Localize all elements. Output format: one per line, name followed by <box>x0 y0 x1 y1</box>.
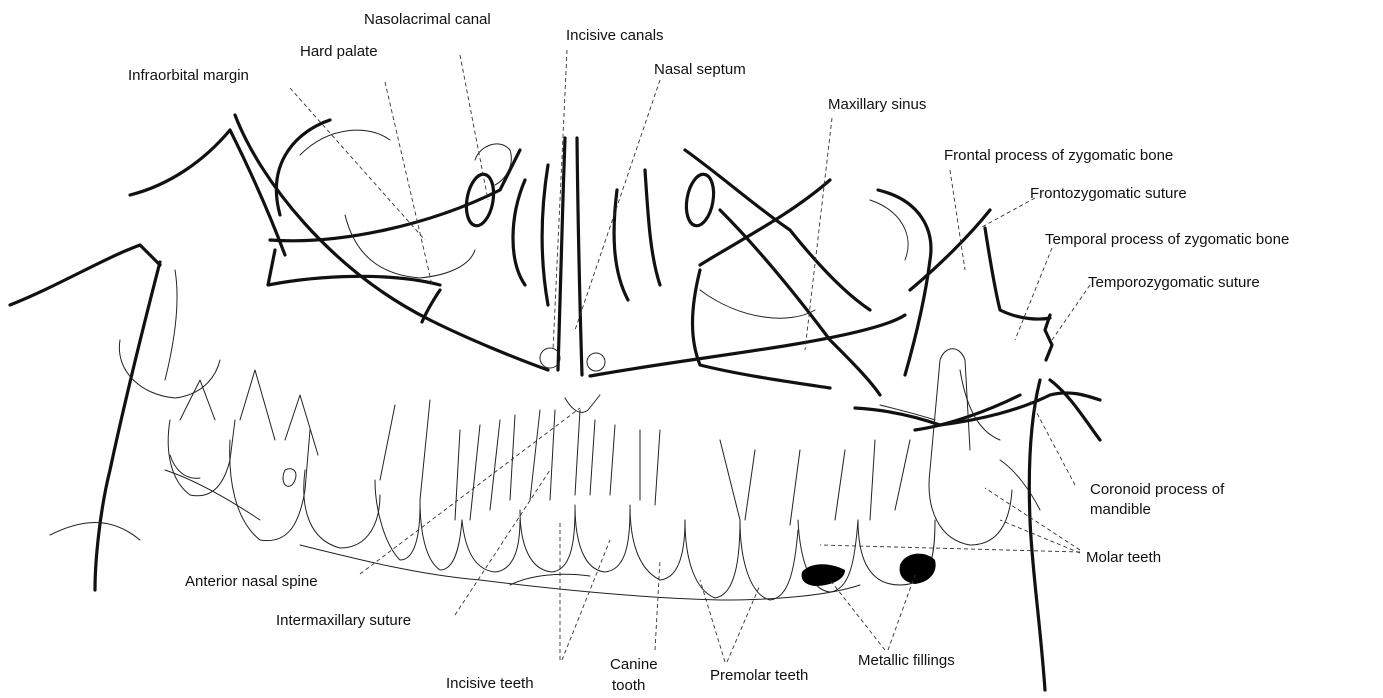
lower-arch-thin <box>510 574 590 585</box>
leader-maxillary-sinus <box>805 118 832 350</box>
left-nasal-wall-outer <box>513 180 525 285</box>
right-coronoid-thin <box>1000 460 1040 510</box>
label-temporozygomatic-suture: Temporozygomatic suture <box>1088 274 1260 291</box>
label-canine-line1: Canine <box>610 656 658 673</box>
left-molar-2 <box>230 430 310 541</box>
right-premolar-1 <box>740 520 798 600</box>
leader-premolar-1 <box>700 580 725 662</box>
leader-molar-2 <box>820 545 1080 552</box>
left-ramus <box>95 262 160 590</box>
label-maxillary-sinus: Maxillary sinus <box>828 96 926 113</box>
canine-right <box>685 440 740 598</box>
leader-incisive-teeth-2 <box>562 540 610 660</box>
right-nasal-wall-outer <box>645 170 660 285</box>
label-temporal-process: Temporal process of zygomatic bone <box>1045 231 1289 248</box>
dental-arch <box>168 349 1012 600</box>
right-maxillary-wall <box>693 270 831 388</box>
leader-filling-2 <box>888 575 915 650</box>
right-frontal-process <box>910 210 990 290</box>
right-molar-roots <box>870 349 970 520</box>
left-nasal-wall-inner <box>542 165 548 305</box>
incisor-r1 <box>575 505 630 572</box>
label-frontozygomatic-suture: Frontozygomatic suture <box>1030 185 1187 202</box>
right-orbit-lateral <box>878 190 931 375</box>
label-intermaxillary-suture: Intermaxillary suture <box>276 612 411 629</box>
right-nasal-wall-inner <box>614 190 628 300</box>
label-incisive-canals: Incisive canals <box>566 27 664 44</box>
left-premolar-1 <box>375 480 420 560</box>
incisor-l2 <box>462 520 520 572</box>
right-orbit-thin <box>870 200 908 260</box>
metallic-filling-premolar <box>802 564 845 586</box>
leader-canine <box>655 560 660 650</box>
left-molar-roots <box>180 370 318 455</box>
label-anterior-nasal-spine: Anterior nasal spine <box>185 573 318 590</box>
left-zygoma-outline <box>130 130 285 255</box>
left-maxillary-wall <box>422 290 440 322</box>
left-zygomatic-arch <box>10 245 160 305</box>
incisor-l1 <box>520 510 575 572</box>
label-molar-teeth: Molar teeth <box>1086 549 1161 566</box>
incisor-roots <box>470 410 660 520</box>
left-sinus-floor-thin <box>165 470 260 520</box>
label-nasolacrimal-canal: Nasolacrimal canal <box>364 11 491 28</box>
leader-anterior-nasal-spine <box>360 408 580 574</box>
label-canine-line2: tooth <box>612 677 645 694</box>
leader-coronoid <box>1030 400 1075 485</box>
nasal-septum-right-line <box>577 138 582 375</box>
left-lateral-wall <box>268 250 440 285</box>
right-orbit-roof <box>685 150 870 310</box>
label-coronoid-line2: mandible <box>1090 501 1151 518</box>
labels: Nasolacrimal canal Hard palate Infraorbi… <box>128 11 1289 694</box>
left-molar-1 <box>168 420 235 496</box>
leader-frontal-process <box>950 170 965 270</box>
left-cheek-thin <box>50 523 140 541</box>
metallic-filling-molar <box>900 554 936 584</box>
label-metallic-fillings: Metallic fillings <box>858 652 955 669</box>
left-maxilla-line <box>235 115 548 370</box>
right-coronoid-curve <box>1050 380 1100 440</box>
right-ramus <box>1029 380 1045 690</box>
label-premolar-teeth: Premolar teeth <box>710 667 808 684</box>
arch-lower-outline <box>300 545 860 600</box>
label-incisive-teeth: Incisive teeth <box>446 675 534 692</box>
right-nasolacrimal-canal-circle <box>683 172 718 228</box>
canal-circles <box>463 172 718 371</box>
right-premolar-roots <box>745 450 845 525</box>
right-zygoma-lower <box>985 228 1050 319</box>
leader-temporozygomatic <box>1052 285 1090 340</box>
leader-hard-palate <box>385 82 432 285</box>
label-infraorbital-margin: Infraorbital margin <box>128 67 249 84</box>
label-nasal-septum: Nasal septum <box>654 61 746 78</box>
right-incisive-canal-circle <box>587 353 605 371</box>
incisor-r2 <box>630 505 685 580</box>
left-outer-thin <box>165 270 177 380</box>
anterior-nasal-spine-thin <box>565 395 600 412</box>
left-orbit-contour <box>300 130 390 155</box>
right-molar-2 <box>929 470 1012 545</box>
right-sinus-contour <box>700 290 815 318</box>
left-molar-3 <box>304 470 380 548</box>
leader-premolar-2 <box>727 585 760 662</box>
right-temporozygomatic <box>1045 315 1052 360</box>
left-filling-shape <box>283 469 296 487</box>
label-hard-palate: Hard palate <box>300 43 378 60</box>
leader-infraorbital-margin <box>290 88 425 240</box>
label-frontal-process: Frontal process of zygomatic bone <box>944 147 1173 164</box>
label-coronoid-line1: Coronoid process of <box>1090 481 1225 498</box>
leader-molar-3 <box>1000 520 1080 553</box>
